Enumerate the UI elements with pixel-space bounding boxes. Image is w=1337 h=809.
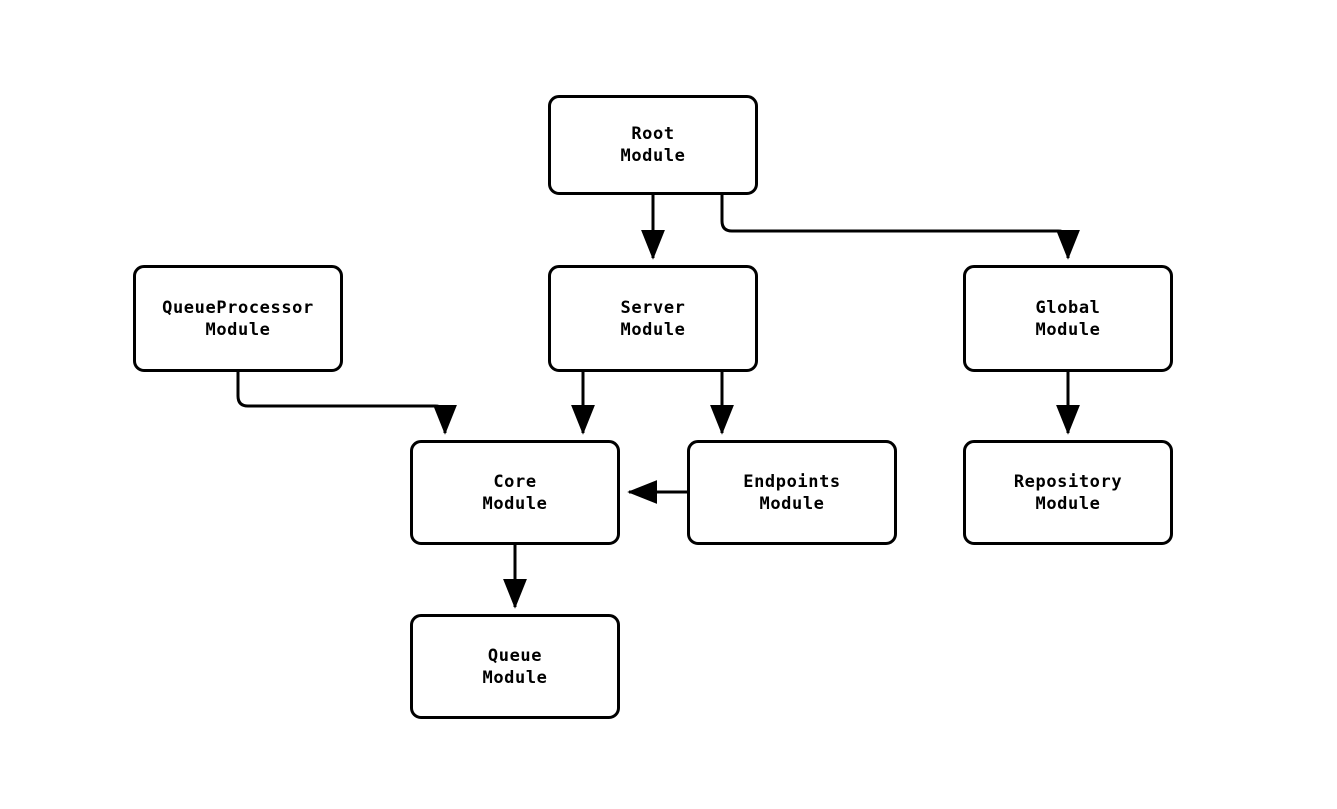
node-root-module-line2: Module bbox=[620, 146, 686, 166]
node-global-module-line2: Module bbox=[1035, 319, 1101, 340]
node-core-module-line1: Core bbox=[493, 471, 537, 492]
node-root-module-line1: Root bbox=[631, 124, 675, 144]
node-server-module-line1: Server bbox=[620, 297, 686, 318]
node-repository-module-line1: Repository bbox=[1013, 471, 1123, 492]
node-queueprocessor-module[interactable]: QueueProcessor Module bbox=[133, 265, 343, 372]
node-endpoints-module-line2: Module bbox=[759, 493, 825, 514]
node-queue-module-line1: Queue bbox=[487, 645, 543, 666]
node-global-module[interactable]: Global Module bbox=[963, 265, 1173, 372]
edge-root-global bbox=[720, 195, 1080, 260]
node-repository-module[interactable]: Repository Module bbox=[963, 440, 1173, 545]
node-queue-module[interactable]: Queue Module bbox=[410, 614, 620, 719]
node-global-module-line1: Global bbox=[1035, 297, 1101, 318]
node-queueprocessor-module-line2: Module bbox=[205, 319, 271, 340]
node-queue-module-line2: Module bbox=[482, 667, 548, 688]
node-queueprocessor-module-line1: QueueProcessor bbox=[162, 297, 314, 318]
node-repository-module-line2: Module bbox=[1035, 493, 1101, 514]
node-server-module-line2: Module bbox=[620, 319, 686, 340]
node-endpoints-module[interactable]: Endpoints Module bbox=[687, 440, 897, 545]
edge-queueprocessor-core bbox=[236, 372, 457, 435]
node-root-module[interactable]: Root Module bbox=[548, 95, 758, 195]
node-endpoints-module-line1: Endpoints bbox=[743, 471, 841, 492]
node-core-module-line2: Module bbox=[482, 493, 548, 514]
node-server-module[interactable]: Server Module bbox=[548, 265, 758, 372]
node-core-module[interactable]: Core Module bbox=[410, 440, 620, 545]
